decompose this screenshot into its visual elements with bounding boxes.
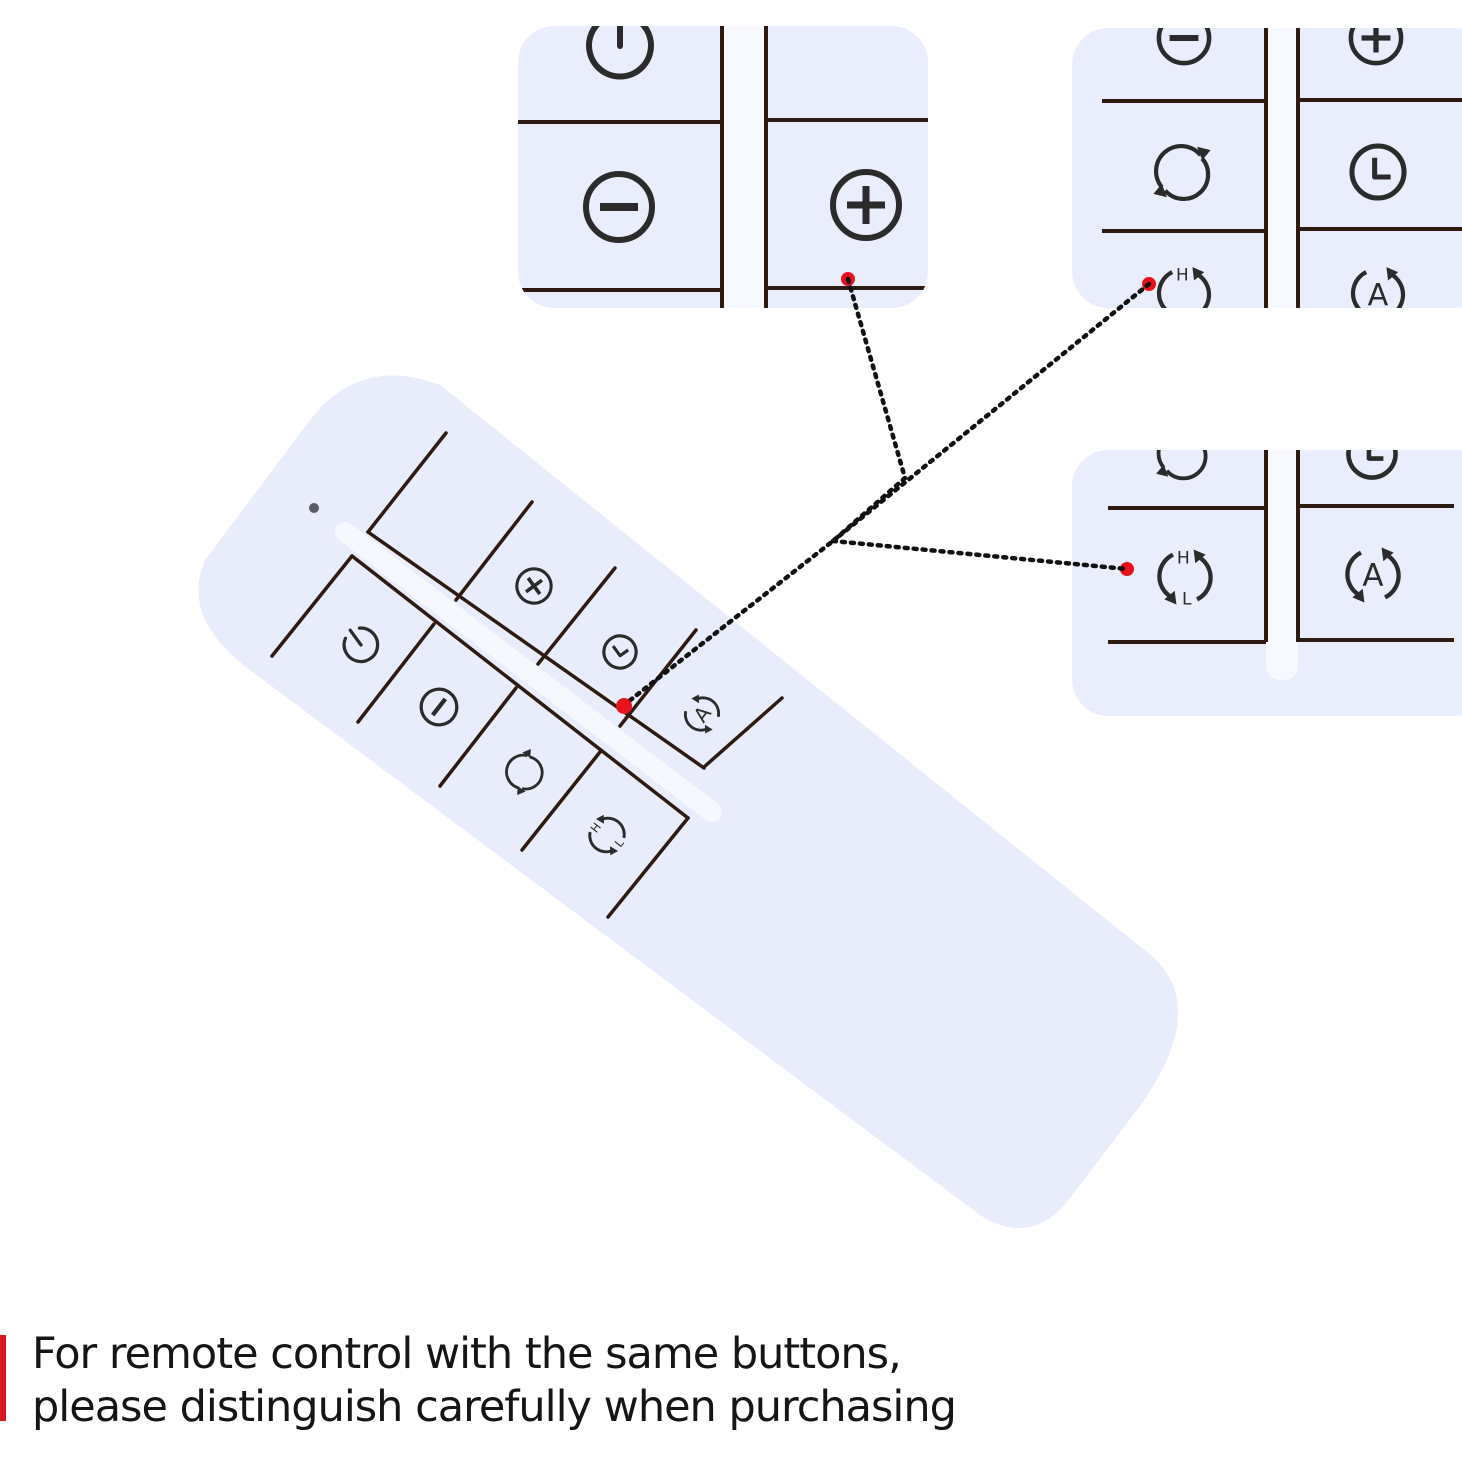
- remote-control: [198, 375, 1179, 1229]
- callout-panel-swing-timer: [1072, 28, 1462, 308]
- center-groove: [335, 522, 722, 822]
- led-indicator: [309, 503, 319, 513]
- callout-panel-plus-minus: [518, 26, 928, 308]
- caption-text: For remote control with the same buttons…: [32, 1328, 1332, 1434]
- marker-dot: [616, 698, 632, 714]
- remote-illustration: H L A: [198, 26, 1462, 1229]
- caption-line-1: For remote control with the same buttons…: [32, 1329, 902, 1379]
- caption-accent-bar: [0, 1335, 6, 1421]
- callout-connectors: [621, 276, 1152, 708]
- marker-dot: [1120, 562, 1134, 576]
- caption-line-2: please distinguish carefully when purcha…: [32, 1382, 957, 1432]
- callout-panel-speed-auto: [1072, 450, 1462, 716]
